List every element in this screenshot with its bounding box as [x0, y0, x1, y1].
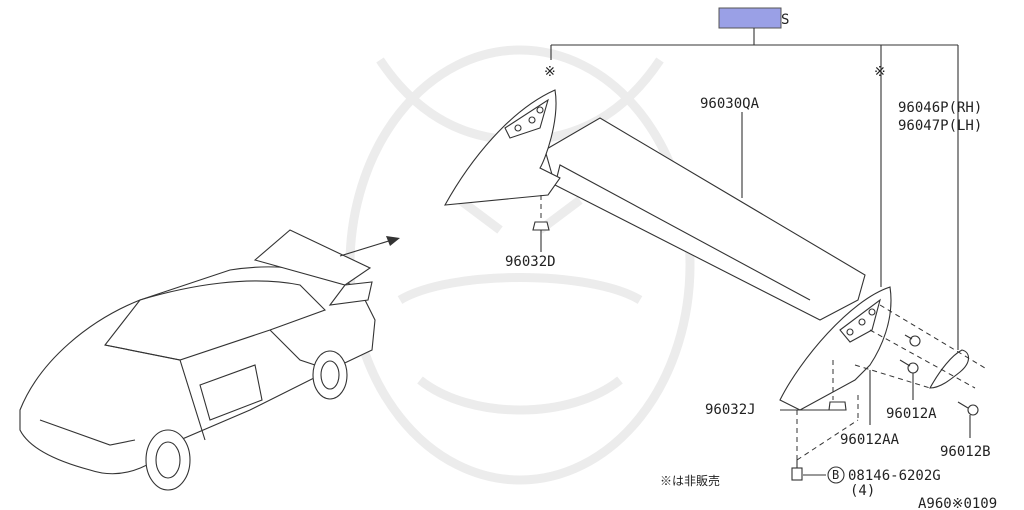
watermark-emblem — [345, 45, 695, 485]
right-end-plate — [779, 286, 892, 411]
not-sold-note: ※は非販売 — [660, 473, 720, 488]
label-96032d: 96032D — [505, 254, 556, 270]
screw-96012a-upper — [904, 334, 921, 347]
label-96012aa: 96012AA — [840, 432, 900, 448]
clip-96032j — [780, 401, 847, 411]
not-sold-mark-left: ※ — [544, 64, 556, 80]
rear-spoiler-wing — [544, 117, 866, 321]
bolt-circle-letter: B — [832, 468, 839, 482]
diagram-code: A960※0109 — [918, 496, 997, 510]
label-96046p-rh: 96046P(RH) — [898, 100, 982, 116]
label-96030qa: 96030QA — [700, 96, 760, 112]
label-96012b: 96012B — [940, 444, 991, 460]
clip-96032d — [532, 221, 550, 252]
bolt-08146 — [791, 460, 845, 484]
label-96012a: 96012A — [886, 406, 937, 422]
side-plate — [929, 90, 970, 389]
bolt-circle-marker — [827, 466, 845, 484]
screw-96012b — [957, 401, 979, 438]
leader-bracket — [550, 28, 959, 90]
highlight-box[interactable] — [718, 7, 782, 29]
top-box-suffix: S — [781, 12, 789, 28]
not-sold-mark-right: ※ — [874, 64, 886, 80]
screw-96012a — [899, 359, 919, 400]
direction-arrow — [339, 236, 400, 257]
car-illustration — [19, 229, 376, 491]
label-bolt-qty: (4) — [850, 483, 875, 499]
label-08146-6202g: 08146-6202G — [848, 468, 941, 484]
label-96032j: 96032J — [705, 402, 756, 418]
left-end-plate — [444, 89, 561, 206]
label-96047p-lh: 96047P(LH) — [898, 118, 982, 134]
assembly-lines — [540, 195, 986, 461]
